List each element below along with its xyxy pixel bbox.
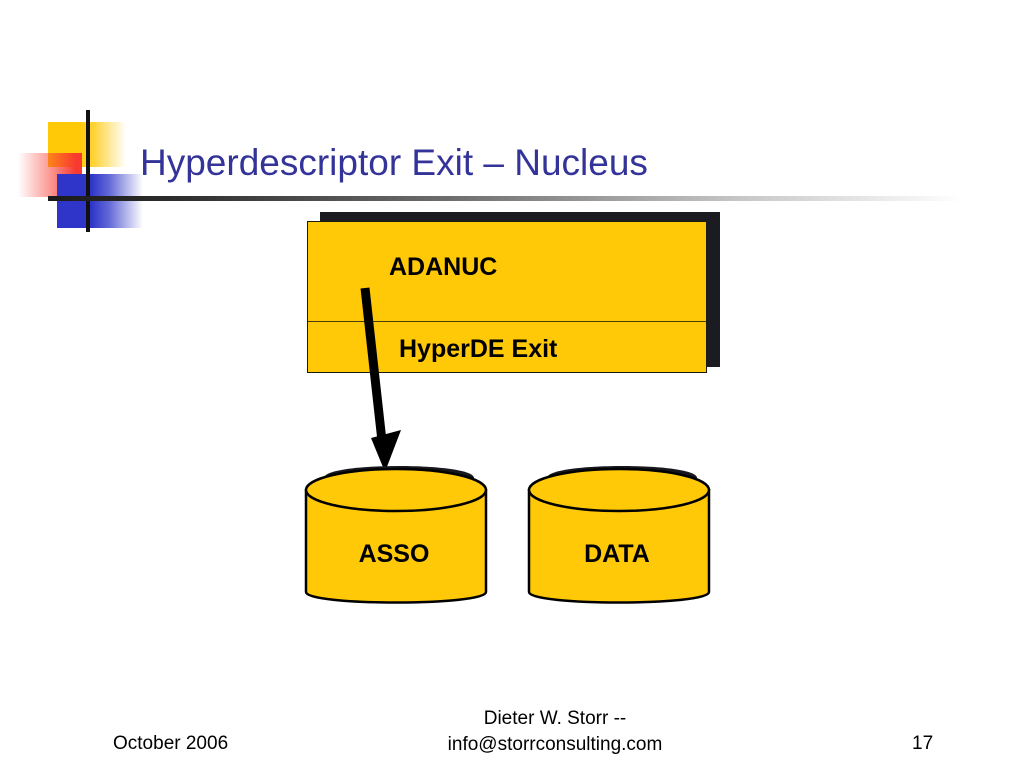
footer-author-block: Dieter W. Storr -- info@storrconsulting.…	[355, 706, 755, 758]
cylinder-asso: ASSO	[300, 452, 500, 612]
title-underline-rule	[48, 196, 964, 201]
cylinder-data-label: DATA	[584, 540, 650, 568]
page-title: Hyperdescriptor Exit – Nucleus	[140, 142, 648, 183]
cylinder-data: DATA	[523, 452, 723, 612]
footer-author-email: info@storrconsulting.com	[447, 734, 663, 755]
footer-page-number: 17	[912, 733, 934, 754]
logo-vertical-rule	[86, 110, 90, 232]
hyperde-exit-label: HyperDE Exit	[399, 335, 558, 363]
slide-logo-decoration	[0, 0, 200, 250]
footer-date: October 2006	[113, 733, 229, 754]
logo-blue-square	[57, 174, 143, 228]
nucleus-box-top-section: ADANUC	[308, 222, 706, 322]
flow-arrow-hyperde-to-asso	[360, 287, 401, 472]
footer-author-line-1: Dieter W. Storr --	[483, 708, 627, 729]
adanuc-label: ADANUC	[389, 253, 498, 281]
nucleus-box-bottom-section: HyperDE Exit	[308, 322, 706, 372]
cylinder-asso-label: ASSO	[358, 540, 430, 568]
